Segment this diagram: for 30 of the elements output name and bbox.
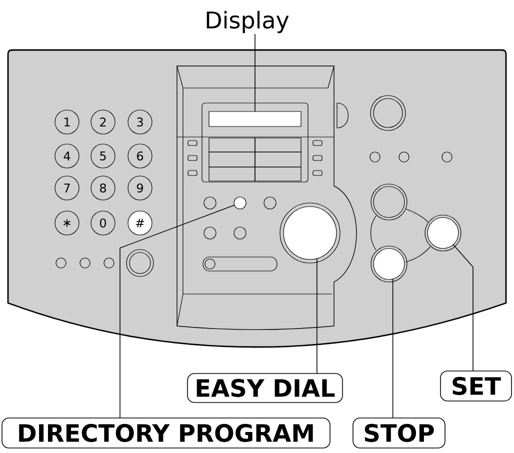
keypad-key: 4 (54, 144, 80, 168)
leader-line (120, 204, 234, 418)
keypad-key: ∗ (54, 210, 80, 236)
keypad-key: 0 (90, 210, 116, 236)
round-button (370, 184, 408, 220)
callout-label: Display (206, 10, 289, 34)
keypad-key: 2 (90, 110, 116, 134)
key-label: SET (440, 370, 512, 402)
display-window (208, 111, 302, 127)
leader-line (254, 34, 256, 112)
dial-knob (280, 202, 340, 264)
round-button (234, 196, 246, 210)
keypad-key: 5 (90, 144, 116, 168)
round-button (370, 246, 408, 282)
round-button (370, 95, 406, 131)
round-button (126, 249, 154, 277)
leader-line (392, 278, 394, 418)
keypad-key: 9 (128, 176, 152, 200)
keypad-key: 8 (90, 176, 116, 200)
leader-line (453, 244, 474, 371)
leader-line (316, 258, 318, 374)
keypad-key: 3 (128, 110, 152, 134)
key-label: DIRECTORY PROGRAM (2, 418, 330, 448)
key-label: STOP (352, 418, 446, 448)
round-button (424, 214, 462, 252)
key-label: EASY DIAL (187, 373, 343, 403)
keypad-key: # (128, 210, 152, 236)
keypad-key: 1 (54, 110, 80, 134)
keypad-key: 7 (54, 176, 80, 200)
keypad-key: 6 (128, 144, 152, 168)
